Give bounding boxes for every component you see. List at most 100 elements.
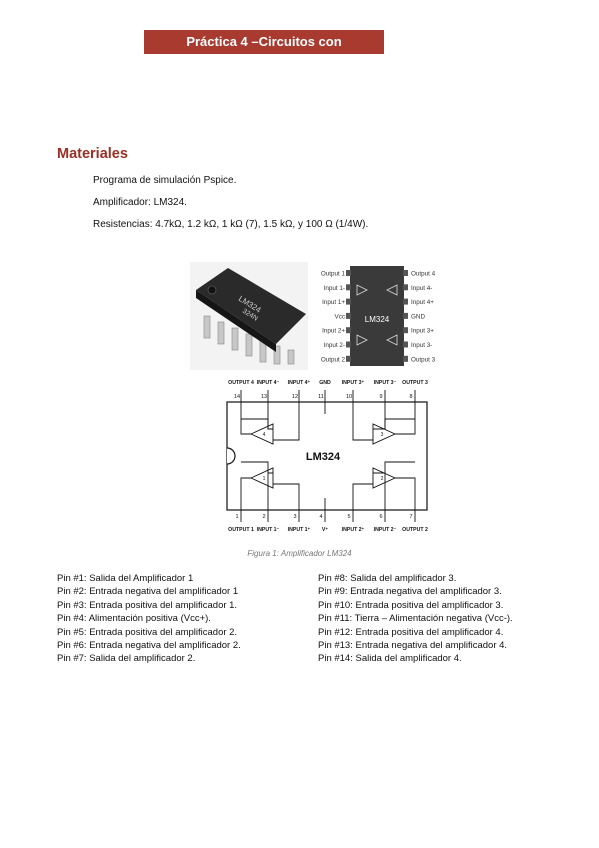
schematic-top-label: OUTPUT 3 bbox=[402, 380, 428, 386]
pinout-pin bbox=[346, 284, 351, 291]
schematic-wire bbox=[352, 483, 373, 510]
schematic-opamp bbox=[249, 467, 274, 489]
pin-description: Pin #14: Salida del amplificador 4. bbox=[318, 653, 462, 665]
schematic-pin-number: 6 bbox=[379, 514, 382, 520]
schematic-opamp bbox=[372, 467, 397, 489]
schematic-bottom-label: INPUT 1⁺ bbox=[288, 527, 311, 533]
chip-pins bbox=[203, 315, 295, 365]
figure-caption: Figura 1: Amplificador LM324 bbox=[247, 549, 352, 558]
schematic-pin-number: 5 bbox=[347, 514, 350, 520]
chip-photo: LM324 324N bbox=[190, 262, 308, 370]
schematic-top-label: INPUT 3⁻ bbox=[374, 380, 397, 386]
pinout-amp-symbol bbox=[386, 284, 398, 296]
schematic-wire bbox=[267, 472, 273, 510]
schematic-top-label: GND bbox=[319, 380, 331, 386]
schematic-pin-number: 11 bbox=[318, 394, 324, 400]
schematic-wire bbox=[384, 418, 415, 429]
pinout-label-right: Input 3- bbox=[411, 342, 432, 349]
schematic-notch bbox=[226, 447, 236, 465]
schematic-wire bbox=[241, 461, 269, 473]
schematic-wire bbox=[384, 461, 415, 473]
pin-description: Pin #3: Entrada positiva del amplificado… bbox=[57, 599, 238, 611]
schematic-top-label: INPUT 4⁻ bbox=[257, 380, 280, 386]
pin-description: Pin #10: Entrada positiva del amplificad… bbox=[318, 599, 504, 611]
pinout-label-left: Vcc bbox=[335, 313, 346, 320]
pinout-amp-symbol bbox=[356, 284, 368, 296]
schematic-bottom-label: OUTPUT 2 bbox=[402, 527, 428, 533]
schematic-wire bbox=[273, 402, 300, 441]
schematic-bottom-label: INPUT 2⁻ bbox=[374, 527, 397, 533]
pinout-pin bbox=[346, 327, 351, 334]
pinout-label-right: Input 3+ bbox=[411, 328, 434, 335]
pinout-label-right: Output 3 bbox=[411, 356, 436, 363]
pinout-chip-label: LM324 bbox=[365, 315, 390, 324]
pinout-pin bbox=[403, 341, 408, 348]
pin-list-right: Pin #8: Salida del amplificador 3. Pin #… bbox=[318, 572, 513, 666]
schematic-pin-number: 10 bbox=[346, 394, 352, 400]
schematic-pin-number: 14 bbox=[234, 394, 240, 400]
pin-description: Pin #13: Entrada negativa del amplificad… bbox=[318, 640, 508, 652]
schematic-pin-number: 4 bbox=[319, 514, 322, 520]
schematic-bottom-label: V⁺ bbox=[322, 527, 328, 533]
schematic-pin-number: 1 bbox=[235, 514, 238, 520]
pin-description: Pin #8: Salida del amplificador 3. bbox=[318, 573, 457, 584]
schematic-wire bbox=[240, 477, 251, 510]
schematic-wire bbox=[395, 477, 416, 510]
pinout-pin bbox=[346, 270, 351, 276]
section-heading-materiales: Materiales bbox=[57, 146, 128, 162]
schematic-pin-number: 8 bbox=[409, 394, 412, 400]
schematic-top-label: OUTPUT 4 bbox=[228, 380, 254, 386]
pin-description: Pin #2: Entrada negativa del amplificado… bbox=[57, 586, 239, 598]
pinout-label-right: Input 4+ bbox=[411, 299, 434, 306]
pinout-label-left: Input 1- bbox=[324, 285, 345, 292]
pinout-pin bbox=[346, 312, 351, 319]
material-item: Resistencias: 4.7kΩ, 1.2 kΩ, 1 kΩ (7), 1… bbox=[93, 219, 369, 230]
schematic-pin-number: 12 bbox=[292, 394, 298, 400]
schematic-wire bbox=[352, 402, 373, 441]
pinout-amp-symbol bbox=[386, 334, 398, 346]
pinout-pin bbox=[403, 298, 408, 305]
pinout-label-right: Output 4 bbox=[411, 271, 436, 278]
schematic-pin-number: 7 bbox=[409, 514, 412, 520]
pin-description: Pin #1: Salida del Amplificador 1 bbox=[57, 573, 194, 584]
schematic-wire bbox=[241, 418, 269, 429]
schematic-top-label: INPUT 3⁺ bbox=[342, 380, 365, 386]
pinout-pin bbox=[403, 270, 408, 276]
schematic-pin-number: 9 bbox=[379, 394, 382, 400]
pinout-label-right: GND bbox=[411, 313, 425, 320]
pin-description: Pin #6: Entrada negativa del amplificado… bbox=[57, 640, 241, 652]
pinout-label-left: Input 2- bbox=[324, 342, 345, 349]
schematic-opamp bbox=[249, 423, 274, 445]
schematic-pin-number: 2 bbox=[262, 514, 265, 520]
pin-description: Pin #4: Alimentación positiva (Vcc+). bbox=[57, 613, 211, 625]
pin-description: Pin #5: Entrada positiva del amplificado… bbox=[57, 626, 238, 638]
schematic-wire bbox=[240, 402, 251, 435]
pin-description: Pin #11: Tierra – Alimentación negativa … bbox=[318, 613, 513, 625]
schematic-bottom-label: INPUT 1⁻ bbox=[257, 527, 280, 533]
chip-body bbox=[196, 268, 306, 344]
page-title: Práctica 4 –Circuitos con amplificadores bbox=[144, 30, 384, 73]
schematic-pin-number: 13 bbox=[261, 394, 267, 400]
schematic-opamp-number: 2 bbox=[381, 476, 384, 482]
pinout-pin bbox=[346, 341, 351, 348]
schematic-top-label: INPUT 4⁺ bbox=[288, 380, 311, 386]
pinout-label-left: Output 1 bbox=[321, 271, 346, 278]
pin-description: Pin #12: Entrada positiva del amplificad… bbox=[318, 626, 504, 638]
pinout-chip-body bbox=[350, 266, 404, 366]
pinout-label-left: Output 2 bbox=[321, 356, 346, 363]
pinout-diagram: LM324 Output 1 Output 4 Input 1- Input 4- In… bbox=[310, 262, 450, 370]
pinout-pin bbox=[403, 355, 408, 362]
pinout-label-left: Input 1+ bbox=[322, 299, 345, 306]
schematic-opamp-number: 3 bbox=[381, 432, 384, 438]
schematic-opamp-number: 1 bbox=[263, 476, 266, 482]
pinout-amp-symbol bbox=[356, 334, 368, 346]
pinout-label-right: Input 4- bbox=[411, 285, 432, 292]
material-item: Amplificador: LM324. bbox=[93, 197, 187, 208]
schematic-wire bbox=[395, 402, 416, 435]
schematic-pin-number: 3 bbox=[293, 514, 296, 520]
pin-description: Pin #7: Salida del amplificador 2. bbox=[57, 653, 196, 665]
schematic-bottom-label: OUTPUT 1 bbox=[228, 527, 254, 533]
pinout-label-left: Input 2+ bbox=[322, 328, 345, 335]
schematic-bottom-label: INPUT 2⁺ bbox=[342, 527, 365, 533]
